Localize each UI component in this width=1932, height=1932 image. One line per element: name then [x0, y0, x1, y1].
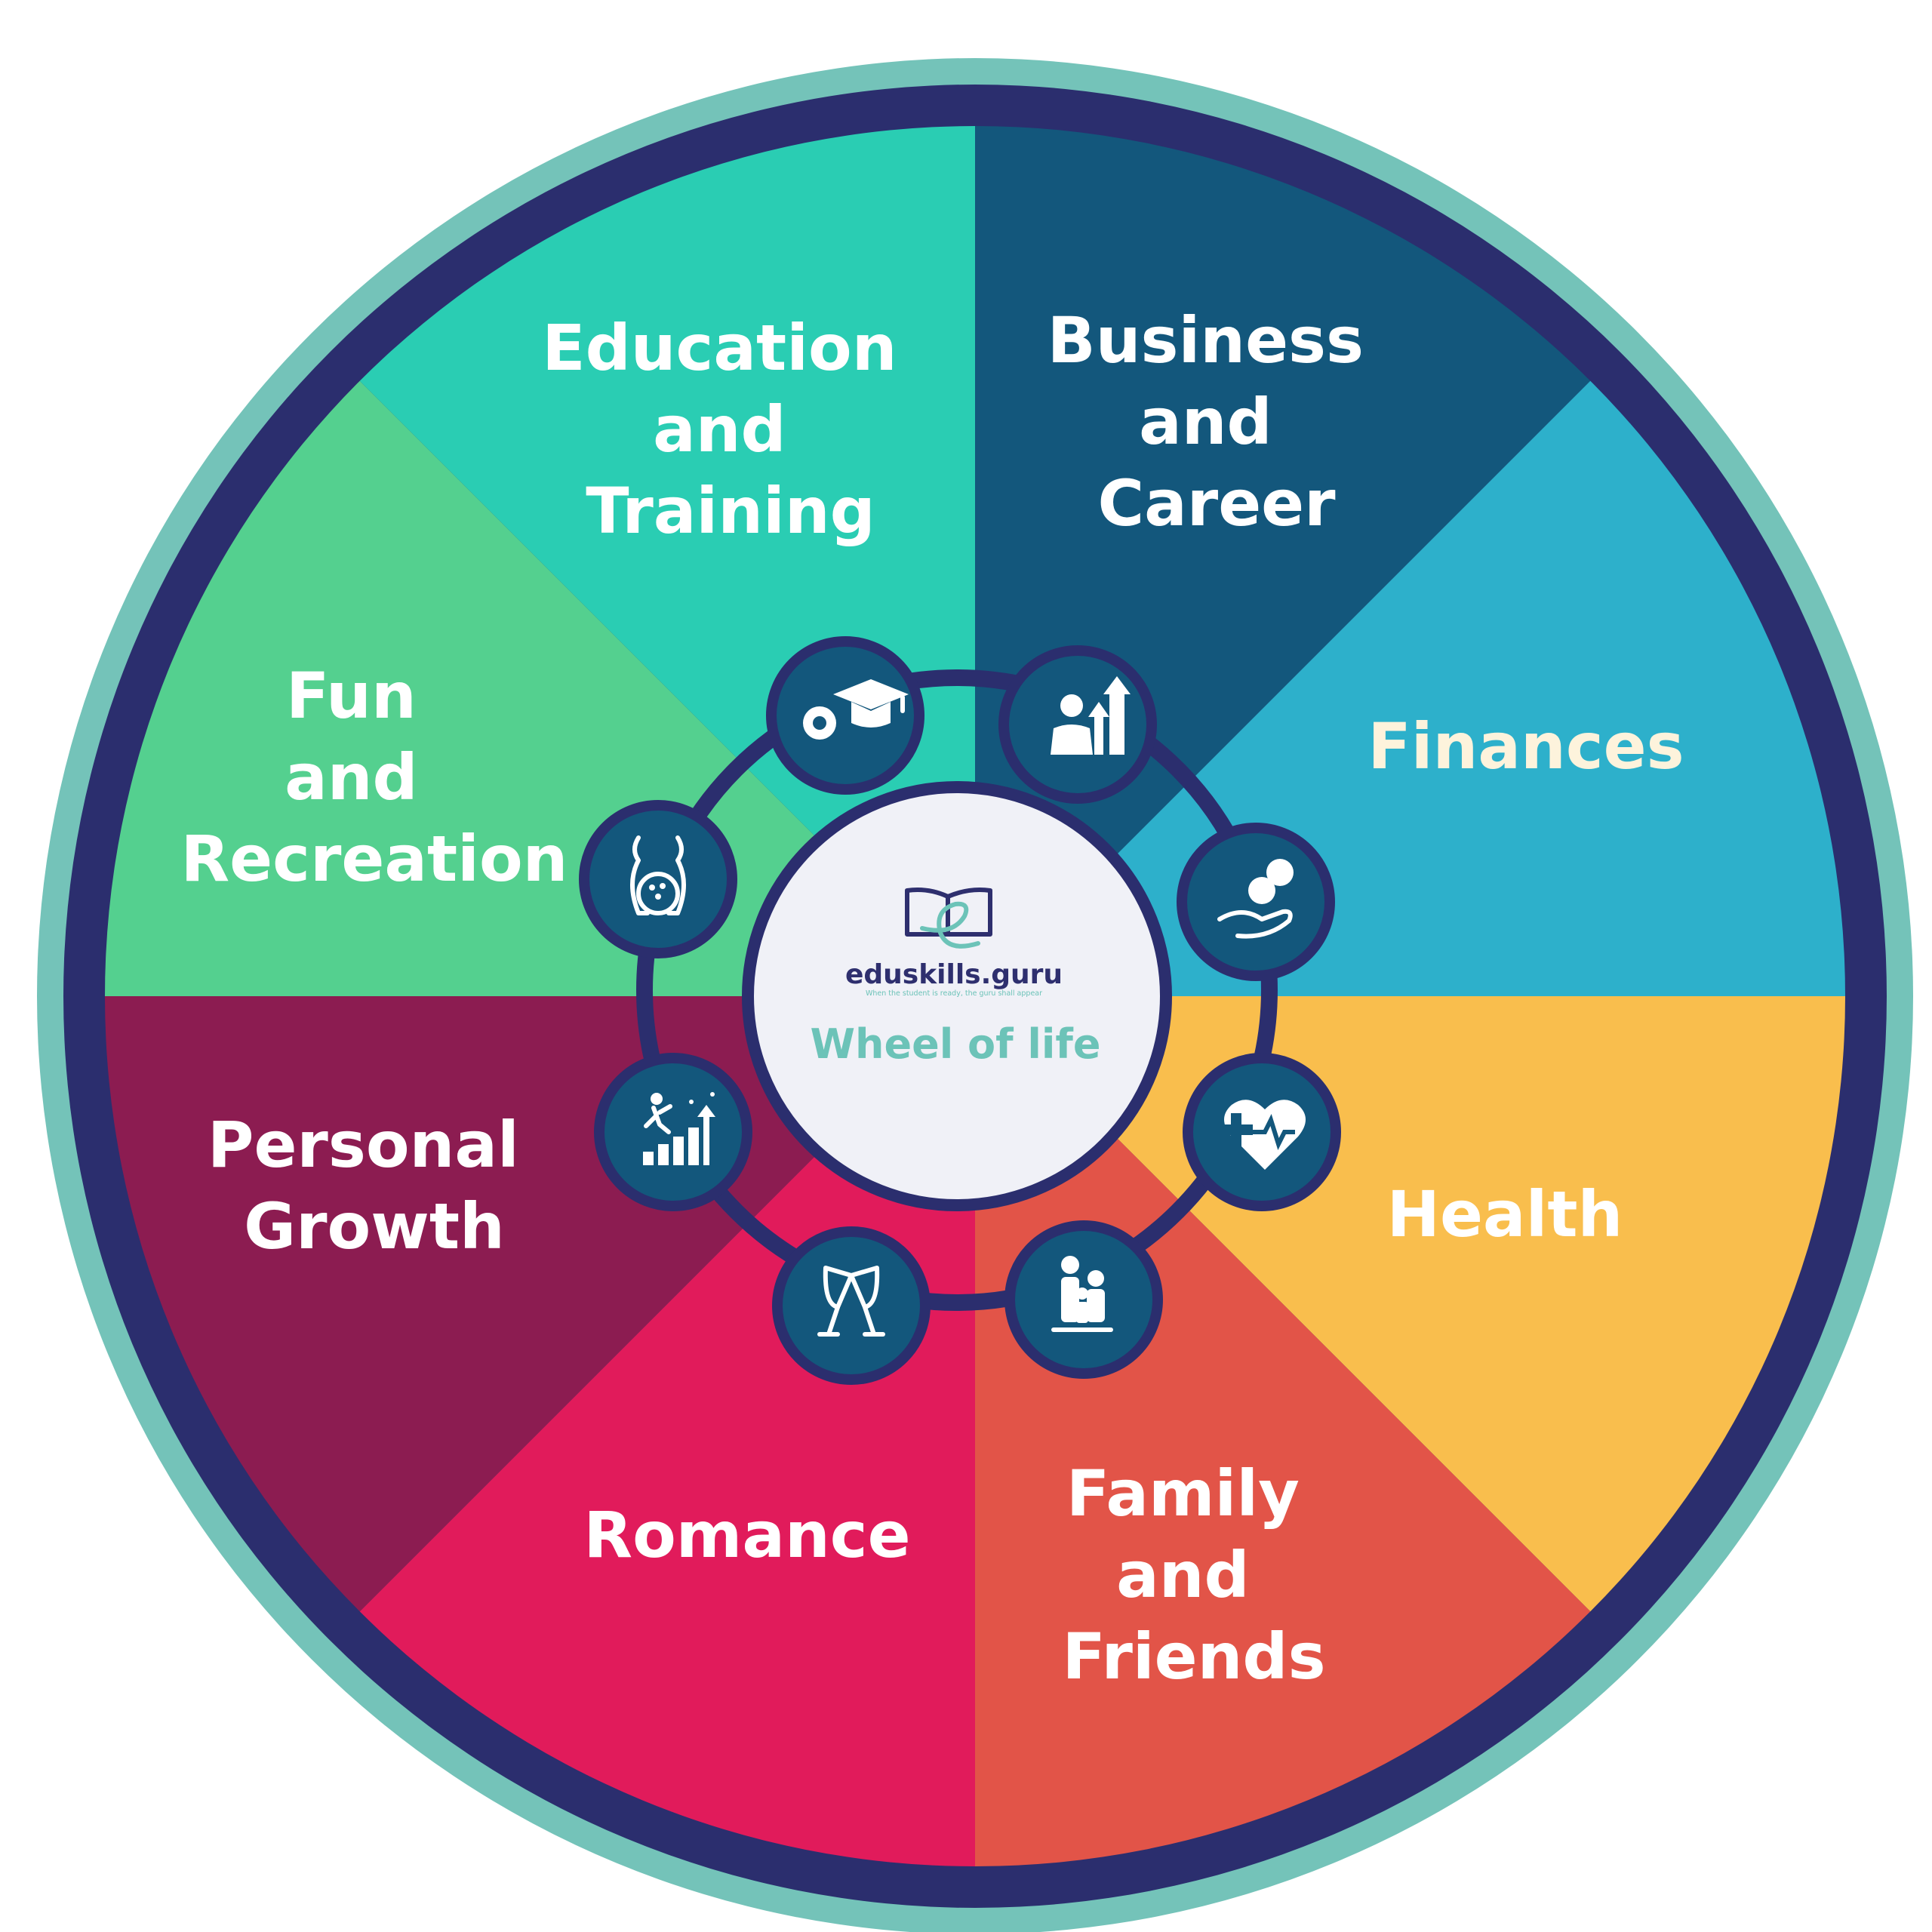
label-fun: Fun and Recreation	[181, 659, 568, 896]
center-disc	[742, 781, 1172, 1211]
center-title: Wheel of life	[810, 1020, 1100, 1068]
e-swash-icon	[920, 901, 980, 949]
icon-node-family	[1004, 1220, 1163, 1379]
brand-logo: eduskills.guru When the student is ready…	[845, 888, 1063, 998]
icon-node-finances	[1177, 823, 1335, 981]
icon-node-romance	[772, 1226, 931, 1385]
icon-node-personal	[594, 1053, 752, 1211]
heart-medical-icon	[1220, 1100, 1306, 1170]
sector-business	[975, 377, 1845, 996]
sector-family	[355, 996, 975, 1866]
label-family: Family and Friends	[1062, 1457, 1325, 1694]
icon-node-business	[998, 645, 1157, 804]
bowling-icon	[630, 835, 686, 915]
label-personal: Personal Growth	[208, 1108, 541, 1263]
label-finances: Finances	[1367, 709, 1684, 783]
label-health: Health	[1387, 1177, 1623, 1251]
label-romance: Romance	[583, 1498, 910, 1572]
family-icon	[1051, 1256, 1113, 1332]
icon-connector-ring	[636, 669, 1278, 1311]
champagne-toast-icon	[817, 1266, 885, 1337]
sector-health	[975, 996, 1595, 1866]
segment-labels: Education and Training Business and Care…	[181, 303, 1684, 1694]
icon-node-health	[1183, 1053, 1341, 1211]
icon-node-education	[766, 636, 924, 795]
label-business: Business and Career	[1048, 303, 1386, 540]
brand-tagline: When the student is ready, the guru shal…	[866, 989, 1042, 998]
businessman-growth-icon	[1051, 676, 1131, 755]
stairs-growth-icon	[643, 1092, 715, 1165]
label-education: Education and Training	[542, 311, 919, 548]
money-hand-icon	[1217, 859, 1294, 939]
sector-personal	[105, 377, 975, 996]
icon-node-fun	[579, 800, 737, 958]
sector-romance	[105, 996, 975, 1616]
graduation-cap-gear-icon	[803, 679, 909, 740]
brand-name: eduskills.guru	[845, 959, 1063, 990]
